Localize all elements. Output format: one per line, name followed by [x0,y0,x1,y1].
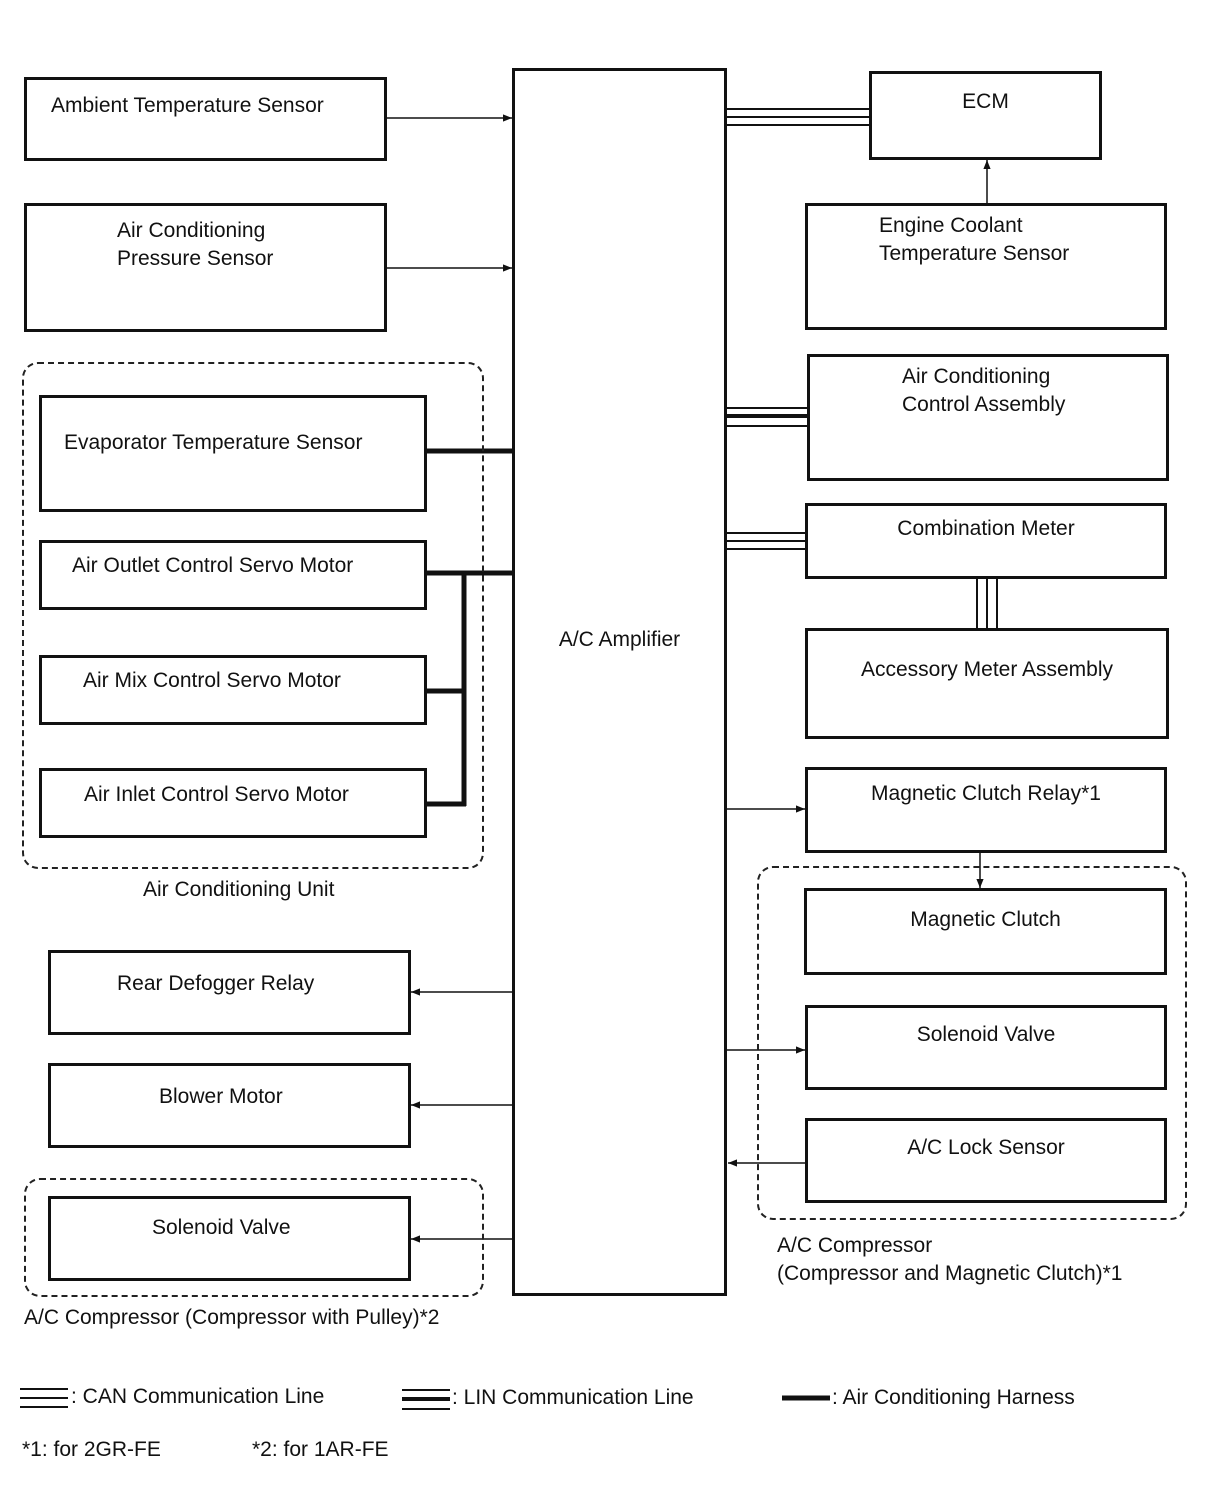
ac-pressure-sensor-box: Air Conditioning Pressure Sensor [24,203,387,332]
ac-unit-group-outline [22,362,484,869]
legend-lin-symbol [402,1389,450,1410]
ac-control-assembly-label-1: Air Conditioning [902,365,1051,388]
engine-coolant-sensor-box: Engine Coolant Temperature Sensor [805,203,1167,330]
rear-defogger-relay-box: Rear Defogger Relay [48,950,411,1035]
ac-pressure-sensor-label-2: Pressure Sensor [117,247,274,270]
ambient-temp-sensor-box: Ambient Temperature Sensor [24,77,387,161]
combination-meter-box: Combination Meter [805,503,1167,579]
magnetic-clutch-box: Magnetic Clutch [804,888,1167,975]
legend-can-symbol [20,1388,68,1408]
legend-can-label: : CAN Communication Line [71,1385,325,1408]
ac-pressure-sensor-label-1: Air Conditioning [117,219,266,242]
air-mix-servo-label: Air Mix Control Servo Motor [83,669,341,692]
ac-unit-group-label: Air Conditioning Unit [143,878,335,901]
right-solenoid-valve-box: Solenoid Valve [805,1005,1167,1090]
note-2gr-fe: *1: for 2GR-FE [22,1438,161,1461]
lin-line-ac-control [727,407,808,427]
air-inlet-servo-label: Air Inlet Control Servo Motor [84,783,349,806]
right-solenoid-valve-label: Solenoid Valve [916,1023,1056,1046]
left-solenoid-valve-box: Solenoid Valve [48,1196,411,1281]
left-solenoid-valve-label: Solenoid Valve [152,1216,291,1239]
legend-harness-label: : Air Conditioning Harness [832,1386,1075,1409]
lock-sensor-box: A/C Lock Sensor [805,1118,1167,1203]
engine-coolant-sensor-label-2: Temperature Sensor [879,242,1070,265]
can-line-combination-meter [727,532,806,550]
combination-meter-label: Combination Meter [897,517,1075,540]
ac-control-assembly-label-2: Control Assembly [902,393,1066,416]
evaporator-temp-sensor-box: Evaporator Temperature Sensor [39,395,427,512]
blower-motor-box: Blower Motor [48,1063,411,1148]
ecm-label: ECM [962,90,1009,113]
ac-amplifier-label: A/C Amplifier [558,628,681,651]
evaporator-temp-sensor-label: Evaporator Temperature Sensor [64,431,363,454]
compressor-pulley-group-outline [24,1178,484,1297]
ac-amplifier-box: A/C Amplifier [512,68,727,1296]
can-line-accessory-meter [976,578,998,630]
accessory-meter-label: Accessory Meter Assembly [860,658,1114,681]
can-line-ecm [727,108,870,126]
magnetic-clutch-relay-label: Magnetic Clutch Relay*1 [871,782,1101,805]
air-outlet-servo-box: Air Outlet Control Servo Motor [39,540,427,610]
air-inlet-servo-box: Air Inlet Control Servo Motor [39,768,427,838]
ambient-temp-sensor-label: Ambient Temperature Sensor [51,94,324,117]
compressor-clutch-group-label-2: (Compressor and Magnetic Clutch)*1 [777,1262,1123,1285]
legend-lin-label: : LIN Communication Line [452,1386,694,1409]
lock-sensor-label: A/C Lock Sensor [907,1136,1065,1159]
compressor-clutch-group-outline [757,866,1187,1220]
magnetic-clutch-label: Magnetic Clutch [910,908,1061,931]
air-outlet-servo-label: Air Outlet Control Servo Motor [72,554,354,577]
ac-control-assembly-box: Air Conditioning Control Assembly [807,354,1169,481]
engine-coolant-sensor-label-1: Engine Coolant [879,214,1023,237]
compressor-clutch-group-label-1: A/C Compressor [777,1234,933,1257]
blower-motor-label: Blower Motor [159,1085,283,1108]
accessory-meter-box: Accessory Meter Assembly [805,628,1169,739]
air-mix-servo-box: Air Mix Control Servo Motor [39,655,427,725]
rear-defogger-relay-label: Rear Defogger Relay [117,972,315,995]
compressor-pulley-group-label: A/C Compressor (Compressor with Pulley)*… [24,1306,440,1329]
note-1ar-fe: *2: for 1AR-FE [252,1438,389,1461]
magnetic-clutch-relay-box: Magnetic Clutch Relay*1 [805,767,1167,853]
ecm-box: ECM [869,71,1102,160]
